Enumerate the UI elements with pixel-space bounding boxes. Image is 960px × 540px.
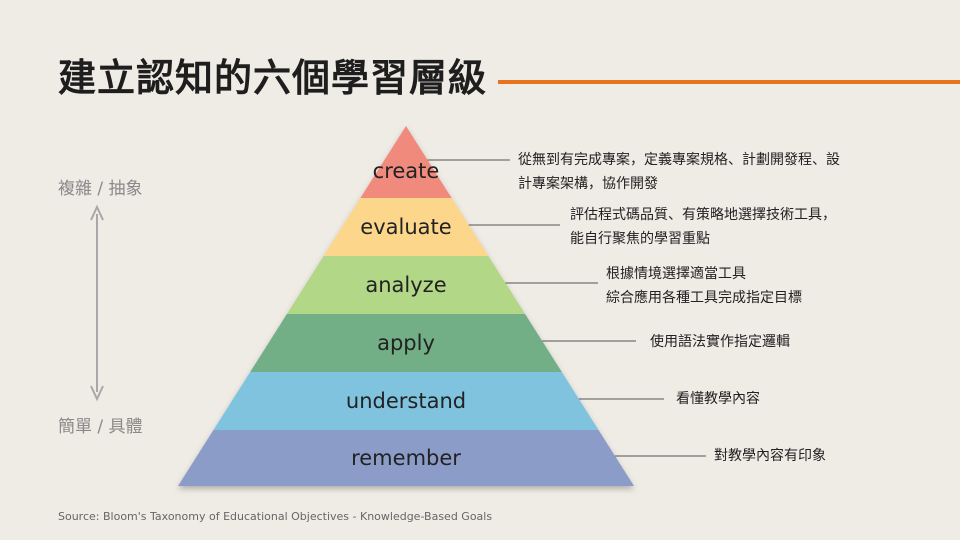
description-line: 對教學內容有印象 bbox=[714, 448, 826, 464]
description-line: 計專案架構，協作開發 bbox=[518, 176, 658, 192]
description-evaluate: 評估程式碼品質、有策略地選擇技術工具， 能自行聚焦的學習重點 bbox=[570, 203, 836, 251]
double-arrow-icon bbox=[90, 204, 104, 402]
description-line: 從無到有完成專案，定義專案規格、計劃開發程、設 bbox=[518, 152, 840, 168]
description-line: 評估程式碼品質、有策略地選擇技術工具， bbox=[570, 207, 836, 223]
simple-concrete-label: 簡單 / 具體 bbox=[58, 417, 143, 437]
description-understand: 看懂教學內容 bbox=[676, 387, 760, 411]
pyramid-level-create bbox=[360, 126, 452, 198]
description-line: 根據情境選擇適當工具 bbox=[606, 266, 746, 282]
description-create: 從無到有完成專案，定義專案規格、計劃開發程、設計專案架構，協作開發 bbox=[518, 148, 840, 196]
title-accent-rule bbox=[498, 80, 960, 84]
description-apply: 使用語法實作指定邏輯 bbox=[650, 330, 790, 354]
pyramid-level-analyze bbox=[286, 256, 526, 314]
description-analyze: 根據情境選擇適當工具綜合應用各種工具完成指定目標 bbox=[606, 262, 802, 310]
description-remember: 對教學內容有印象 bbox=[714, 444, 826, 468]
source-citation: Source: Bloom's Taxonomy of Educational … bbox=[58, 510, 493, 523]
pyramid-labels: create evaluate analyze apply understand reme… bbox=[346, 159, 466, 470]
pyramid-label-apply: apply bbox=[377, 331, 435, 355]
pyramid-label-evaluate: evaluate bbox=[360, 215, 451, 239]
connector-lines bbox=[427, 159, 706, 457]
pyramid bbox=[178, 126, 634, 486]
pyramid-level-evaluate bbox=[323, 198, 489, 256]
description-line: 綜合應用各種工具完成指定目標 bbox=[606, 290, 802, 306]
pyramid-level-remember bbox=[178, 430, 634, 486]
page-title: 建立認知的六個學習層級 bbox=[58, 56, 488, 100]
pyramid-label-create: create bbox=[373, 159, 440, 183]
description-line: 看懂教學內容 bbox=[676, 391, 760, 407]
description-line: 能自行聚焦的學習重點 bbox=[570, 231, 710, 247]
description-line: 使用語法實作指定邏輯 bbox=[650, 334, 790, 350]
complex-abstract-label: 複雜 / 抽象 bbox=[58, 179, 143, 199]
pyramid-level-understand bbox=[213, 372, 599, 430]
pyramid-label-understand: understand bbox=[346, 389, 466, 413]
pyramid-label-remember: remember bbox=[351, 446, 461, 470]
pyramid-label-analyze: analyze bbox=[365, 273, 446, 297]
pyramid-level-apply bbox=[250, 314, 562, 372]
